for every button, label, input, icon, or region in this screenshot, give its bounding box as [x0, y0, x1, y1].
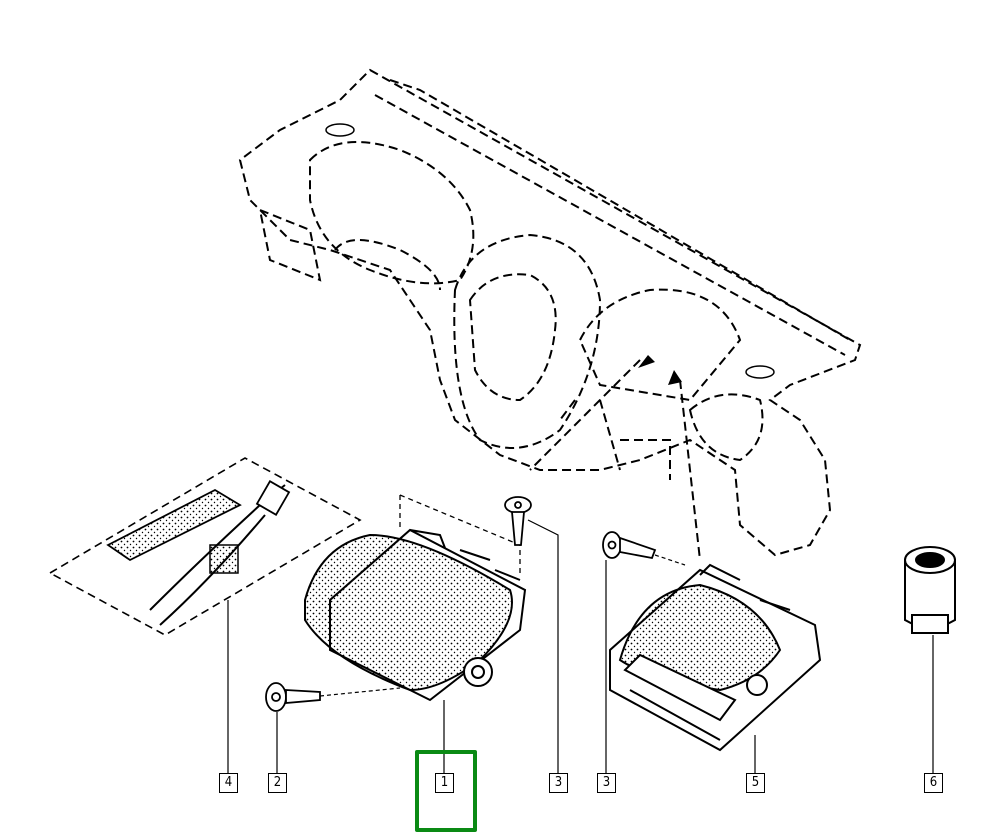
- part-4-harness: [48, 457, 362, 636]
- callout-4[interactable]: 4: [219, 773, 238, 793]
- callout-2[interactable]: 2: [268, 773, 287, 793]
- selected-part-highlight: [415, 750, 477, 832]
- part-6-connector: [904, 546, 956, 634]
- part-3-screw-a: [504, 496, 532, 546]
- callout-5[interactable]: 5: [746, 773, 765, 793]
- vent-icons: [325, 123, 775, 379]
- part-3-screw-b: [602, 531, 686, 566]
- part-1-airbag-module: [304, 494, 527, 702]
- dashboard-outline: [238, 68, 862, 561]
- direction-arrows: [638, 355, 682, 385]
- callout-1[interactable]: 1: [435, 773, 454, 793]
- callout-6[interactable]: 6: [924, 773, 943, 793]
- leader-lines: [227, 519, 934, 773]
- callout-3[interactable]: 3: [597, 773, 616, 793]
- callout-3[interactable]: 3: [549, 773, 568, 793]
- part-2-screw: [265, 682, 401, 712]
- part-5-passenger-airbag: [609, 563, 822, 752]
